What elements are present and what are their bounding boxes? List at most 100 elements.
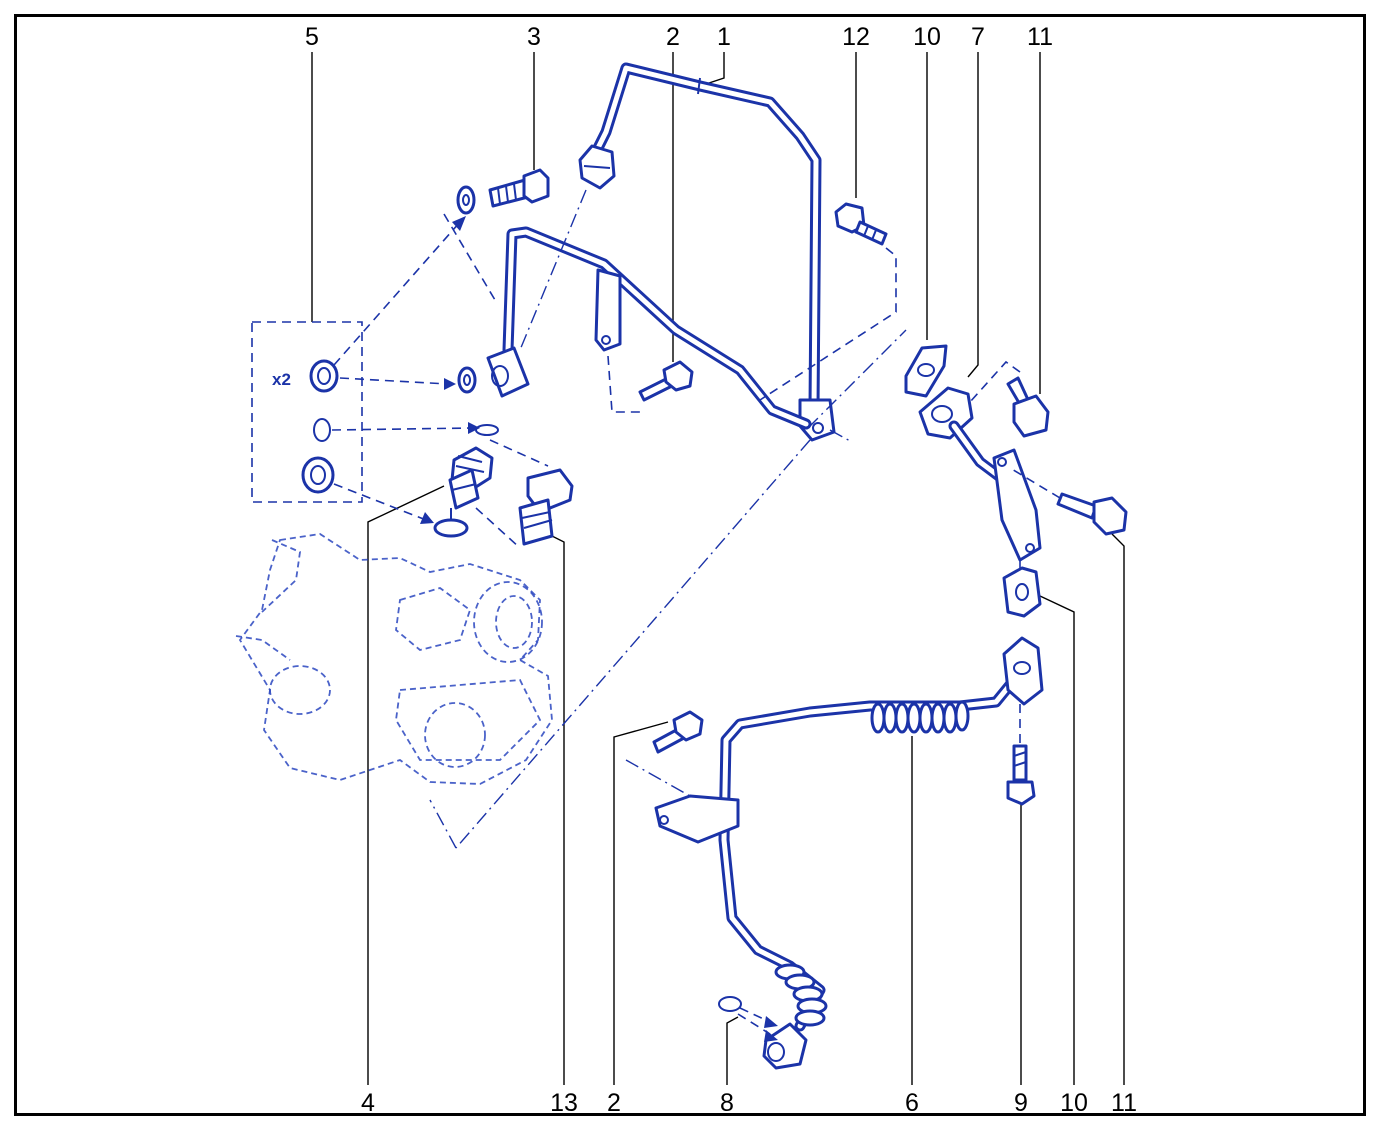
path-to-banjo-washer: [339, 377, 449, 385]
return-pipe-6: [654, 636, 1044, 1070]
callout-8: 8: [720, 1089, 734, 1117]
callout-6: 6: [905, 1089, 919, 1117]
callout-7: 7: [971, 23, 985, 51]
bolt-9-head: [1006, 780, 1036, 806]
banjo-o-ring: [475, 424, 499, 436]
bolt-11-top: [969, 360, 1050, 438]
centerline-turbo: [429, 799, 457, 849]
turbo-compressor-inlet: [495, 595, 533, 649]
fitting-13-thread-2: [523, 519, 553, 529]
union-fitting-13: [475, 439, 574, 549]
banjo-washer-hole: [463, 374, 471, 386]
banjo-bolt-3: [456, 168, 550, 215]
turbo-compressor-ring: [473, 581, 543, 663]
fitting-13-thread-1: [521, 511, 551, 519]
banjo-arm-clip-hole: [601, 335, 611, 345]
bellows-ring: [954, 700, 970, 732]
callout-5: 5: [305, 23, 319, 51]
bolt-2-bottom: [625, 710, 704, 797]
turbo-port: [269, 665, 331, 715]
bolt-12-thread-2: [871, 229, 877, 241]
flange-7-bracket: [992, 448, 1042, 562]
leader-lines: [311, 52, 1125, 1085]
callout-13: 13: [550, 1089, 578, 1117]
path-to-lower-washer: [333, 483, 427, 521]
callout-2-top: 2: [666, 23, 680, 51]
bolt-11-side-shank: [1056, 492, 1098, 520]
bolt-11-side-path: [1009, 467, 1061, 499]
pipe-1-join: [697, 77, 701, 95]
callout-4: 4: [361, 1089, 375, 1117]
pipe-6-fill: [721, 677, 1017, 1029]
bellows-ring: [942, 702, 958, 734]
pipe-6-clamp-hole: [659, 815, 669, 825]
o-ring-8-ring: [718, 996, 742, 1012]
banjo-washer: [457, 366, 477, 394]
o-ring-8-path-2: [737, 1013, 771, 1035]
arrow-o-ring: [468, 422, 480, 434]
leader-13: [543, 531, 565, 1085]
bolt-3-hex-head: [522, 168, 550, 204]
o-ring-8-path-1: [739, 1007, 771, 1023]
fitting-4-thread-1: [457, 455, 483, 463]
pipe-6-clamp: [654, 794, 740, 844]
bellows-ring: [794, 1009, 826, 1027]
leader-1: [705, 52, 725, 85]
pipe-6-end-bore: [767, 1042, 785, 1062]
bolt-12-thread-1: [863, 225, 869, 237]
centerline-main: [455, 439, 811, 849]
turbocharger-outline: [235, 533, 553, 785]
callout-9: 9: [1014, 1089, 1028, 1117]
o-ring-8: [718, 996, 778, 1042]
bolt-9: [1006, 704, 1036, 806]
turbo-flange: [395, 679, 542, 761]
banjo-eye-hole: [491, 365, 509, 387]
pipe-1-fill: [589, 65, 819, 411]
bolt-3-thread-2: [505, 185, 509, 203]
pipe-1-bracket-hole: [812, 422, 824, 434]
bolt-2-top-path: [607, 355, 640, 413]
union-fitting-4: [433, 446, 494, 538]
callout-11-top: 11: [1027, 23, 1053, 51]
o-ring-8-arrow-2: [764, 1030, 778, 1042]
leader-4: [367, 485, 445, 1085]
bolt-3-shank: [488, 178, 530, 208]
feed-pipe-banjo-arm: [457, 226, 812, 436]
bolt-9-thread-1: [1013, 751, 1027, 757]
callout-10-top: 10: [913, 23, 941, 51]
callouts-top: 5 3 2 1 12 10 7 11: [305, 23, 1053, 51]
callout-2-bottom: 2: [607, 1089, 621, 1117]
callout-11-bottom: 11: [1111, 1089, 1137, 1117]
callout-12: 12: [842, 23, 870, 51]
centerline-union: [519, 189, 587, 351]
callout-3: 3: [527, 23, 541, 51]
arrow-banjo-washer: [444, 378, 456, 390]
bellows-ring: [918, 702, 934, 734]
callout-1: 1: [717, 23, 731, 51]
bolt-12: [759, 202, 897, 401]
turbo-center: [395, 587, 472, 651]
fitting-13-path-2: [475, 507, 521, 549]
banjo-arm-fill: [505, 229, 809, 427]
path-to-o-ring: [331, 427, 473, 431]
leader-8: [726, 1016, 739, 1085]
bolt-2-bottom-head: [672, 710, 704, 742]
return-flange-7: [918, 386, 1042, 562]
bolt-3-thread-3: [513, 183, 517, 201]
flange-7-bracket-hole: [997, 457, 1007, 467]
bolt-2-top: [607, 355, 694, 413]
gasket-10-top: [904, 344, 948, 398]
turbo-housing: [238, 533, 553, 785]
bellows-ring: [882, 702, 898, 734]
leader-10-bottom: [1039, 595, 1075, 1085]
fitting-4-body: [448, 468, 480, 510]
bolt-11-top-path: [969, 360, 1021, 403]
kit-washer-lower-hole: [310, 465, 326, 485]
gasket-10-top-hole: [917, 363, 935, 377]
bolt-9-thread-2: [1013, 761, 1027, 767]
bellows-ring: [930, 702, 946, 734]
flange-7-hole: [931, 405, 953, 423]
centerline-bracket: [829, 429, 853, 443]
bolt-2-bottom-path: [625, 759, 691, 797]
gasket-10-bottom-hole: [1015, 583, 1029, 601]
